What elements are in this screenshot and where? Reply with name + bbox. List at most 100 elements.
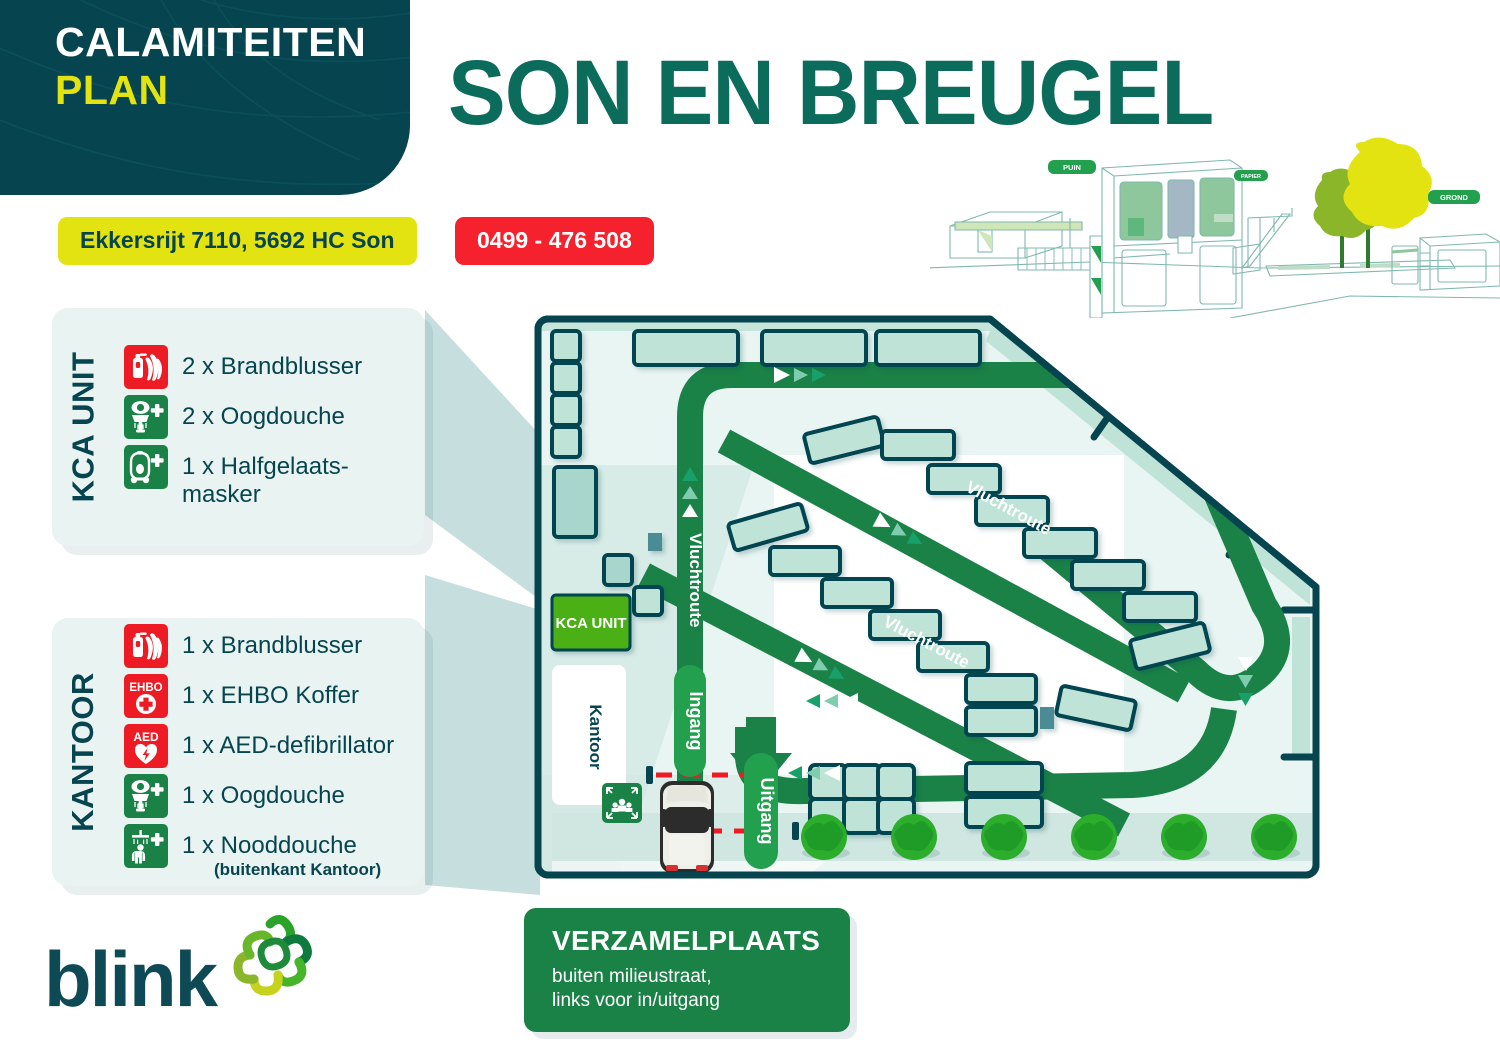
map-trees bbox=[801, 814, 1300, 860]
legend-title-kantoor: KANTOOR bbox=[52, 618, 114, 886]
svg-text:EHBO: EHBO bbox=[129, 682, 162, 694]
phone-badge: 0499 - 476 508 bbox=[455, 217, 654, 265]
page-title-line1: CALAMITEITEN bbox=[55, 19, 367, 65]
facility-illustration: PUIN PAPIER GROND bbox=[930, 137, 1500, 318]
container bbox=[916, 641, 990, 673]
site-map[interactable]: KCA UNIT Kantoor bbox=[524, 305, 1396, 889]
legend-item-label: 1 x EHBO Koffer bbox=[182, 682, 359, 710]
illustration-sign-papier: PAPIER bbox=[1234, 170, 1268, 181]
legend-item: EHBO 1 x EHBO Koffer bbox=[124, 674, 424, 719]
container bbox=[1070, 559, 1146, 591]
container bbox=[632, 329, 740, 367]
entrance-label: Ingang bbox=[686, 692, 706, 751]
legend-item-label: 2 x Oogdouche bbox=[182, 403, 345, 431]
wedge-kca bbox=[425, 310, 540, 600]
legend-item-label: 1 x AED-defibrillator bbox=[182, 732, 395, 760]
container bbox=[874, 329, 982, 367]
container bbox=[1022, 527, 1098, 559]
map-containers bbox=[550, 329, 1212, 835]
legend-item: 1 x Oogdouche bbox=[124, 774, 424, 819]
map-kca-unit-block[interactable] bbox=[550, 593, 632, 652]
illustration-sign-grond: GROND bbox=[1428, 190, 1480, 204]
direction-arrows-bottom-2 bbox=[788, 765, 840, 781]
legend-item-label: 1 x Halfgelaats- masker bbox=[182, 453, 349, 508]
direction-arrows-diagonal-upper bbox=[872, 512, 923, 545]
emergency-shower-icon bbox=[124, 824, 168, 869]
legend-item: 1 x Halfgelaats- masker bbox=[124, 445, 424, 508]
parking-square bbox=[842, 797, 882, 835]
direction-arrows-top bbox=[774, 367, 826, 383]
container bbox=[1054, 684, 1138, 732]
eye-wash-icon bbox=[124, 774, 168, 819]
site-name-heading: SON EN BREUGEL bbox=[448, 42, 1214, 144]
legend-item: AED 1 x AED-defibrillator bbox=[124, 724, 424, 769]
legend-item-label: 2 x Brandblusser bbox=[182, 353, 363, 381]
legend-item-label: 1 x Brandblusser bbox=[182, 632, 363, 660]
legend-items-kantoor: 1 x Brandblusser EHBO 1 x EHBO Koffer AE… bbox=[124, 618, 424, 886]
aed-icon: AED bbox=[124, 724, 168, 769]
blink-star-icon bbox=[233, 915, 312, 996]
container bbox=[926, 463, 1002, 495]
assembly-point-card: VERZAMELPLAATS buiten milieustraat, link… bbox=[524, 908, 850, 1032]
barrier-upper bbox=[646, 766, 744, 784]
container bbox=[964, 673, 1038, 705]
legend-card-kca-unit: KCA UNIT 2 x Brandblusser bbox=[52, 308, 424, 546]
container bbox=[1122, 591, 1198, 623]
bin bbox=[632, 585, 664, 617]
map-kantoor-block[interactable] bbox=[552, 665, 626, 805]
container-connector bbox=[1040, 707, 1054, 729]
tree-icon bbox=[1313, 137, 1432, 238]
container bbox=[964, 761, 1044, 795]
direction-arrows-vertical bbox=[682, 467, 698, 517]
header-badge: CALAMITEITEN PLAN bbox=[0, 0, 410, 195]
container bbox=[802, 415, 886, 465]
exit-marker: Uitgang bbox=[744, 753, 778, 869]
wedge-kantoor bbox=[425, 575, 540, 895]
site-boundary-stroke bbox=[534, 315, 1320, 879]
direction-arrows-diagonal-lower bbox=[794, 647, 845, 679]
direction-arrows-bottom bbox=[806, 693, 858, 709]
container bbox=[760, 329, 868, 367]
map-kca-unit-label: KCA UNIT bbox=[555, 615, 626, 632]
perimeter-wall-right-lower bbox=[1292, 617, 1310, 755]
svg-text:AED: AED bbox=[133, 730, 159, 744]
eye-wash-icon bbox=[124, 395, 168, 440]
wall-segment bbox=[1280, 606, 1314, 761]
container bbox=[880, 429, 956, 461]
fire-extinguisher-icon bbox=[124, 624, 168, 669]
first-aid-kit-icon: EHBO bbox=[124, 674, 168, 719]
assembly-point-description: buiten milieustraat, links voor in/uitga… bbox=[552, 965, 850, 1014]
container bbox=[768, 545, 842, 577]
bin bbox=[550, 329, 582, 363]
car-icon bbox=[660, 781, 714, 873]
legend-item: 2 x Oogdouche bbox=[124, 395, 424, 440]
container bbox=[1128, 621, 1212, 671]
route-label-vertical: Vluchtroute bbox=[686, 533, 705, 627]
legend-item-label: 1 x Oogdouche bbox=[182, 782, 345, 810]
legend-title-kca: KCA UNIT bbox=[52, 308, 114, 546]
assembly-point-title: VERZAMELPLAATS bbox=[552, 925, 821, 956]
legend-item: 2 x Brandblusser bbox=[124, 345, 424, 390]
legend-title-kca-text: KCA UNIT bbox=[65, 351, 101, 503]
sign-label-papier: PAPIER bbox=[1241, 174, 1261, 180]
legend-title-kantoor-text: KANTOOR bbox=[65, 672, 100, 832]
header-swirl-decoration bbox=[0, 0, 410, 186]
legend-items-kca: 2 x Brandblusser 2 x Oogdouche bbox=[124, 308, 424, 546]
legend-item-note: (buitenkant Kantoor) bbox=[214, 860, 382, 880]
legend-item: 1 x Nooddouche (buitenkant Kantoor) bbox=[124, 824, 424, 879]
legend-item-label: 1 x Nooddouche (buitenkant Kantoor) bbox=[182, 824, 381, 879]
sign-label-puin: PUIN bbox=[1063, 163, 1081, 172]
legend-item-main: 1 x Nooddouche bbox=[182, 832, 357, 860]
bin bbox=[550, 393, 582, 427]
parking-square bbox=[876, 763, 916, 801]
parking-square bbox=[842, 763, 882, 801]
container bbox=[964, 705, 1038, 737]
container-connector bbox=[648, 533, 662, 551]
escape-route-diagonal-upper bbox=[717, 429, 1191, 703]
assembly-point-icon bbox=[602, 783, 642, 823]
bin bbox=[602, 553, 634, 587]
brand-logo: blink bbox=[44, 912, 314, 1027]
address-badge: Ekkersrijt 7110, 5692 HC Son bbox=[58, 217, 417, 265]
bin bbox=[550, 361, 582, 395]
